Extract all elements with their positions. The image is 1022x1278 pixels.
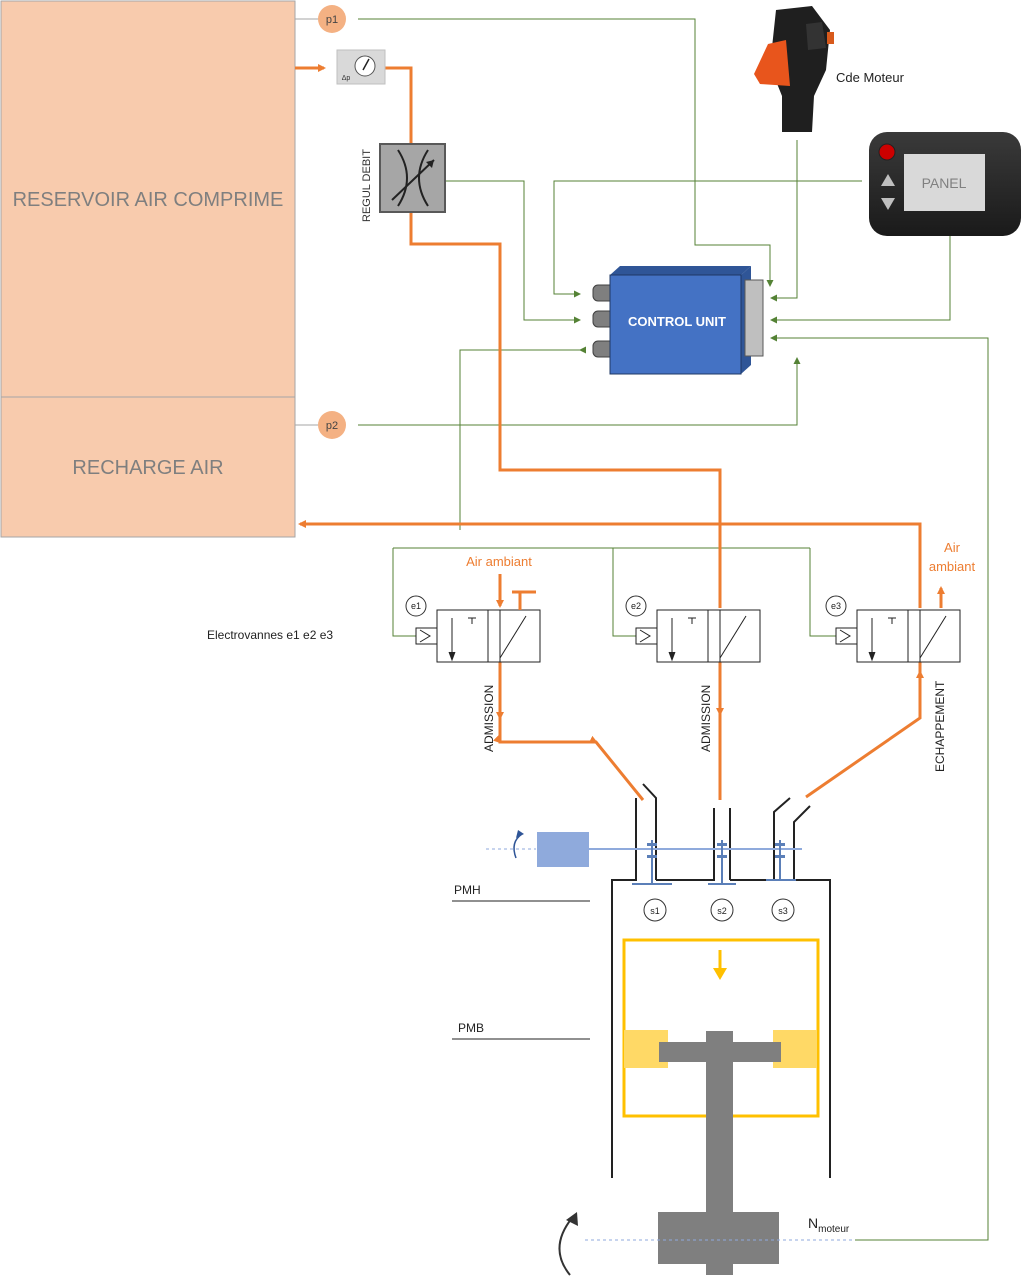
- dead-center-markers: [452, 900, 590, 1040]
- solenoid-valve-e3: [825, 595, 961, 663]
- s2-label: s2: [717, 906, 727, 916]
- arrow-down-icon: [881, 198, 895, 210]
- pressure-sensor-p2: p2: [318, 411, 346, 439]
- control-unit-label: CONTROL UNIT: [628, 314, 726, 329]
- engine-speed-main: N: [808, 1215, 818, 1231]
- throttle-label: Cde Moteur: [836, 70, 905, 85]
- panel-label: PANEL: [922, 175, 967, 191]
- camshaft: [486, 830, 802, 885]
- engine-speed-sub: moteur: [818, 1224, 850, 1235]
- valve-e1-label: e1: [411, 601, 421, 611]
- flow-regulator: [379, 143, 446, 213]
- solenoid-valve-e1: [405, 590, 541, 663]
- pmh-label: PMH: [454, 883, 481, 897]
- piston: [622, 938, 820, 1118]
- gauge-symbol: Δp: [342, 75, 351, 82]
- control-unit: CONTROL UNIT: [592, 266, 764, 375]
- control-panel-device: PANEL: [869, 132, 1021, 236]
- admission-label-1: ADMISSION: [482, 685, 496, 752]
- engine-cylinder: [611, 783, 831, 1178]
- pressure-gauge-icon: Δp: [336, 49, 386, 85]
- air-ambiant-outlet-label-2: ambiant: [929, 559, 976, 574]
- air-ambiant-outlet-label-1: Air: [944, 540, 961, 555]
- compressed-air-tank: RESERVOIR AIR COMPRIME RECHARGE AIR: [0, 0, 296, 538]
- signal-lines: [295, 18, 989, 1241]
- air-lines: [295, 64, 945, 801]
- admission-label-2: ADMISSION: [699, 685, 713, 752]
- rotation-arrow-icon: [516, 830, 524, 838]
- crankshaft: [558, 1031, 855, 1276]
- crank-rotation-arrow-icon: [566, 1212, 578, 1226]
- valve-e3-label: e3: [831, 601, 841, 611]
- recharge-label: RECHARGE AIR: [72, 457, 223, 479]
- throttle-icon: [754, 6, 834, 132]
- pressure-sensor-p1: p1: [318, 5, 346, 33]
- echappement-label: ECHAPPEMENT: [933, 680, 947, 772]
- valve-sensors: [643, 898, 795, 922]
- pmb-label: PMB: [458, 1021, 484, 1035]
- s3-label: s3: [778, 906, 788, 916]
- piston-down-arrow-icon: [713, 968, 727, 980]
- reservoir-label: RESERVOIR AIR COMPRIME: [13, 189, 284, 211]
- p2-label: p2: [326, 420, 338, 432]
- engine-speed-label: Nmoteur: [808, 1215, 850, 1235]
- s1-label: s1: [650, 906, 660, 916]
- valve-e2-label: e2: [631, 601, 641, 611]
- air-ambiant-inlet-label: Air ambiant: [466, 554, 532, 569]
- valves-group-label: Electrovannes e1 e2 e3: [207, 628, 333, 642]
- arrow-up-icon: [881, 174, 895, 186]
- solenoid-valve-e2: [625, 595, 761, 663]
- p1-label: p1: [326, 14, 338, 26]
- regulator-label: REGUL DEBIT: [361, 149, 373, 222]
